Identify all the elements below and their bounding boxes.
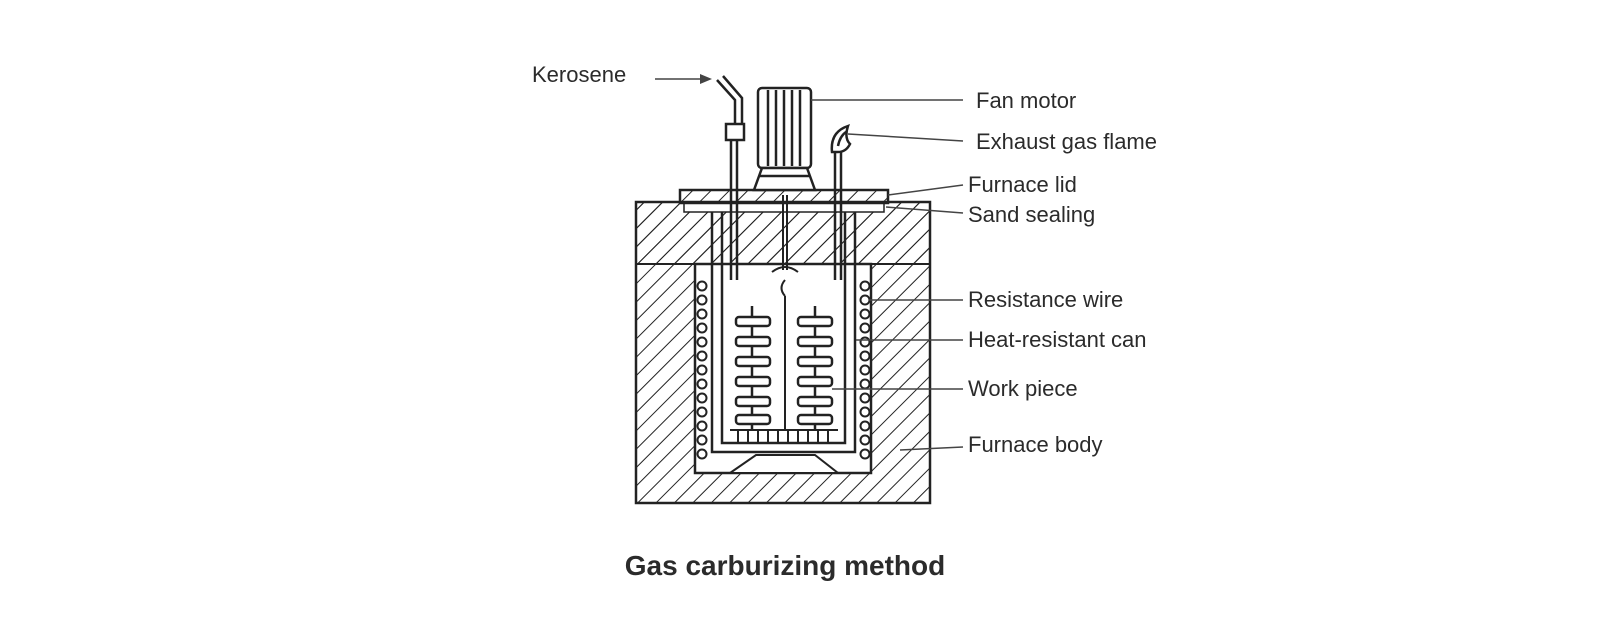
label-furnace-body: Furnace body (968, 432, 1103, 457)
kerosene-inlet-pipe (716, 75, 746, 280)
diagram-caption: Gas carburizing method (624, 550, 946, 581)
fan-motor (752, 86, 817, 192)
label-fan-motor: Fan motor (976, 88, 1077, 113)
label-resistance-wire: Resistance wire (968, 287, 1124, 312)
label-sand-sealing: Sand sealing (968, 202, 1096, 227)
label-exhaust-gas-flame: Exhaust gas flame (976, 129, 1157, 154)
resistance-wire (696, 280, 871, 460)
work-piece (734, 306, 834, 430)
can-bottom-grate (730, 429, 838, 443)
label-work-piece: Work piece (968, 376, 1078, 401)
heat-resistant-can (710, 212, 857, 454)
label-heat-resistant-can: Heat-resistant can (968, 327, 1147, 352)
fan-impeller (771, 195, 799, 430)
label-kerosene: Kerosene (532, 62, 627, 87)
leader-lines (655, 74, 964, 451)
label-furnace-lid: Furnace lid (968, 172, 1077, 197)
exhaust-pipe (830, 124, 852, 280)
